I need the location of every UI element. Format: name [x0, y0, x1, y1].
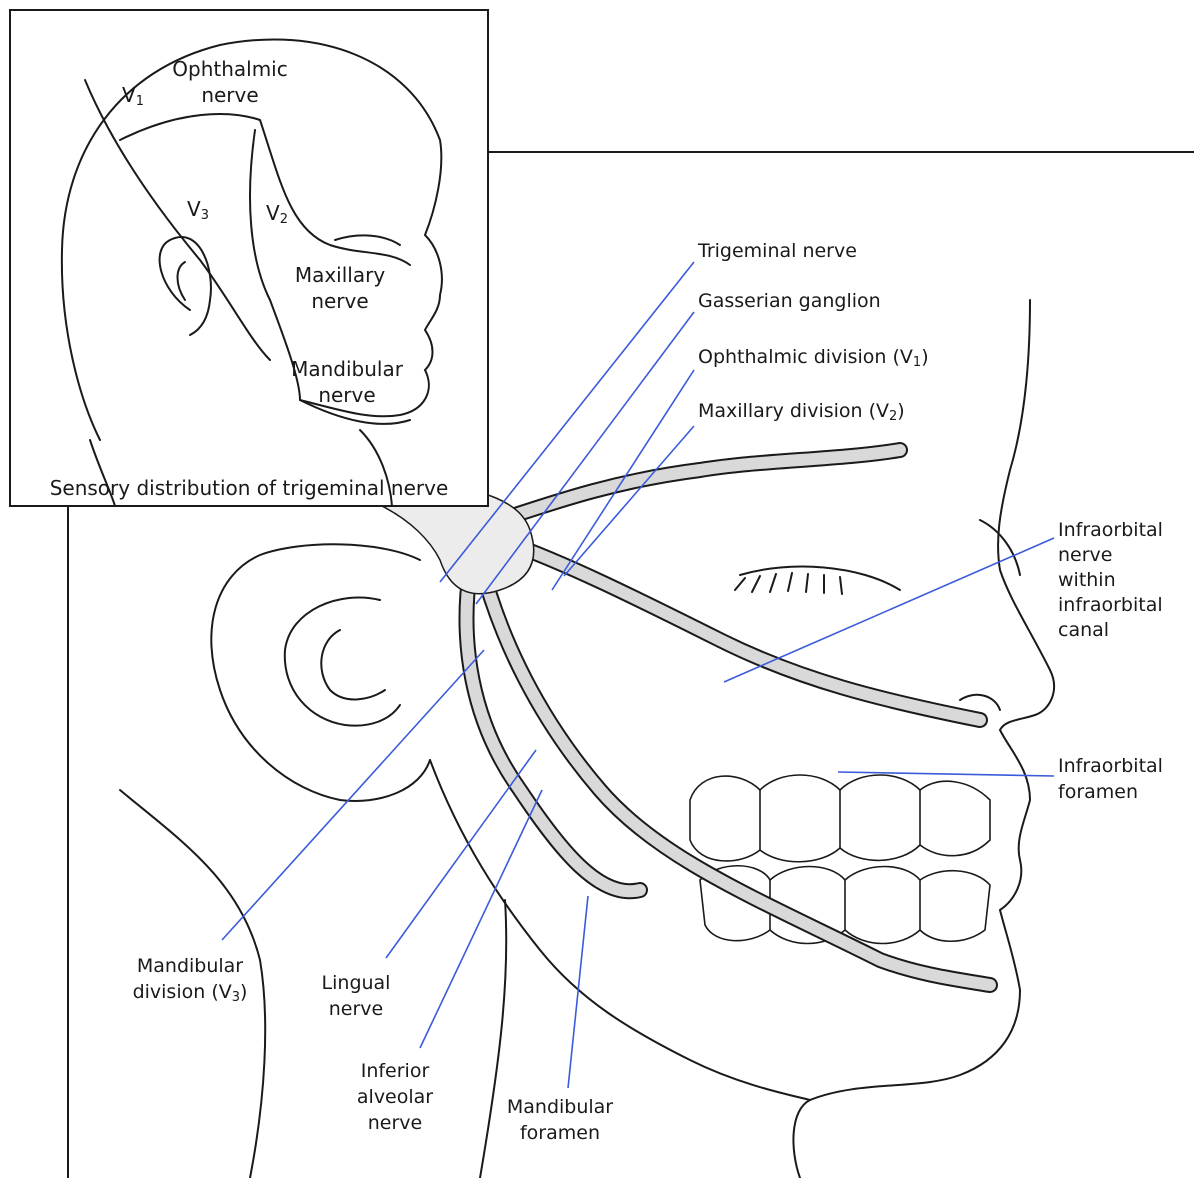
leader-mandibular-foramen [568, 896, 588, 1088]
v1-ophthalmic-label: Ophthalmic nerve [172, 56, 287, 108]
label-lingual-nerve: Lingual nerve [322, 970, 391, 1022]
leader-infraorbital-nerve [724, 538, 1054, 682]
teeth [690, 775, 990, 944]
inset-caption: Sensory distribution of trigeminal nerve [10, 474, 488, 502]
label-mandibular-division: Mandibular division (V3) [133, 953, 248, 1011]
v3-mandibular-label: Mandibular nerve [291, 356, 403, 408]
v2-symbol: V2 [266, 200, 288, 233]
label-mandibular-foramen: Mandibular foramen [507, 1094, 613, 1146]
v1-symbol: V1 [122, 82, 144, 115]
label-inferior-alveolar-nerve: Inferior alveolar nerve [357, 1058, 433, 1136]
label-infraorbital-foramen: Infraorbital foramen [1058, 753, 1163, 805]
leader-lingual-nerve [386, 750, 536, 958]
leader-inferior-alveolar-nerve [420, 790, 542, 1048]
v3-symbol: V3 [187, 196, 209, 229]
v2-maxillary-label: Maxillary nerve [295, 262, 385, 314]
label-maxillary-division: Maxillary division (V2) [698, 398, 905, 430]
label-trigeminal-nerve: Trigeminal nerve [698, 238, 857, 264]
label-ophthalmic-division: Ophthalmic division (V1) [698, 344, 929, 376]
label-gasserian-ganglion: Gasserian ganglion [698, 288, 881, 314]
label-infraorbital-nerve: Infraorbital nerve within infraorbital c… [1058, 518, 1163, 643]
leader-gasserian-ganglion [476, 312, 694, 604]
